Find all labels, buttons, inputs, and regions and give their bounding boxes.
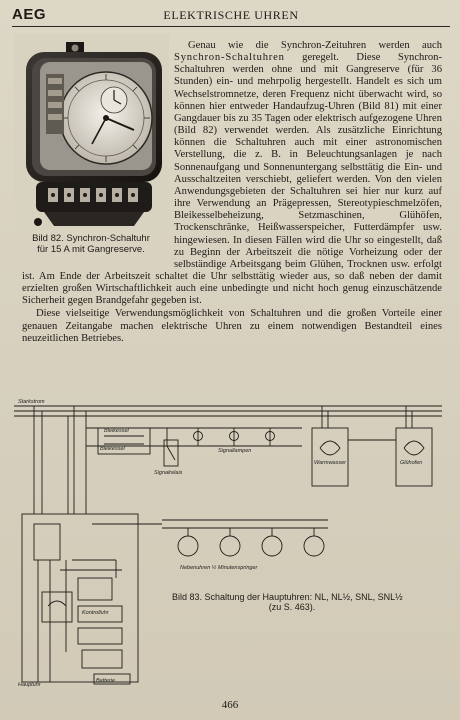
photo-caption: Bild 82. Synchron-Schaltuhr für 15 A mit… <box>20 233 162 255</box>
label-relay-box: Bleikessel <box>104 428 130 434</box>
label-starkstrom: Starkstrom <box>18 399 45 405</box>
paragraph-1-term: Synchron-Schaltuhren <box>174 52 285 64</box>
label-boiler-2: Glühofen <box>400 460 422 466</box>
running-title: ELEKTRISCHE UHREN <box>163 8 299 22</box>
label-signal-lamps: Signallampen <box>218 448 251 454</box>
page-header: AEG ELEKTRISCHE UHREN <box>12 6 450 27</box>
paragraph-2: Diese vielseitige Verwendungsmöglichkeit… <box>22 308 442 344</box>
photo-caption-line1: Bild 82. Synchron-Schaltuhr <box>32 233 150 244</box>
synchron-schaltuhr-photo <box>14 34 169 230</box>
label-minute-clocks: Nebenuhren ½ Minutenspringer <box>180 564 259 571</box>
paragraph-1: Genau wie die Synchron-Zeituhren werden … <box>22 40 442 307</box>
figure-caption-line1: Bild 83. Schaltung der Hauptuhren: NL, N… <box>172 592 403 602</box>
body-text: Genau wie die Synchron-Zeituhren werden … <box>22 40 442 345</box>
paragraph-1-rest: geregelt. Diese Synchron-Schaltuhren wer… <box>22 52 442 307</box>
label-boiler-1: Warmwasser <box>314 460 347 466</box>
photo-caption-line2: für 15 A mit Gangreserve. <box>37 243 145 255</box>
figure-caption: Bild 83. Schaltung der Hauptuhren: NL, N… <box>172 592 452 612</box>
label-switch-left: Bleikessel <box>100 446 126 452</box>
label-control-unit: Kontrolluhr <box>82 610 110 616</box>
figure-caption-line2: (zu S. 463). <box>268 602 316 612</box>
label-battery: Batterie <box>96 678 115 684</box>
aeg-logo: AEG <box>12 6 47 23</box>
label-main-clock: Hauptuhr <box>18 682 42 688</box>
wiring-diagram: Starkstrom Signallampen Signalrelais Ble… <box>14 399 442 688</box>
paragraph-1-lead: Genau wie die Synchron-Zeituhren werden … <box>188 40 442 51</box>
page-number: 466 <box>221 699 239 711</box>
label-signal-relay: Signalrelais <box>154 470 183 476</box>
